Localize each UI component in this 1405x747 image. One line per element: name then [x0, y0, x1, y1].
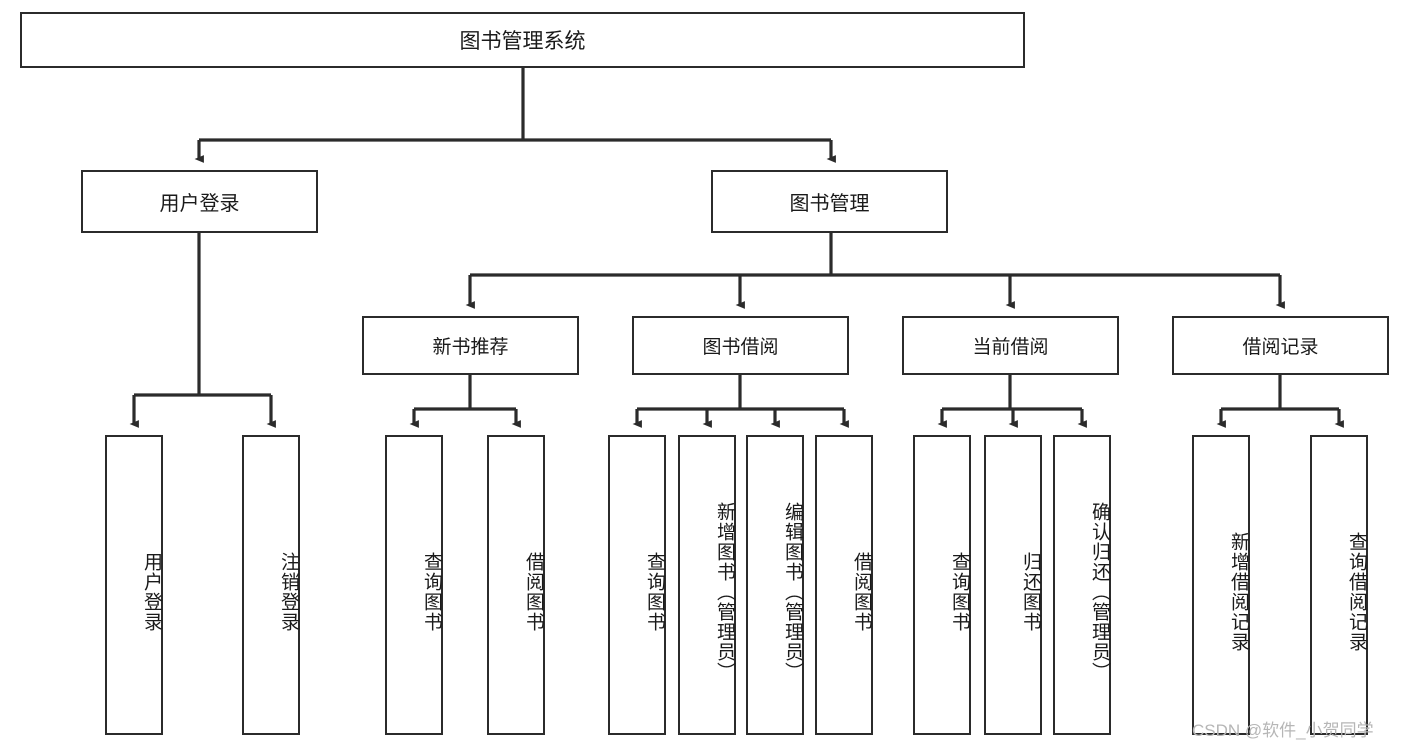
node-user-login-label: 用户登录	[159, 193, 240, 215]
node-borrow-borrow-book-label: 借阅图书	[851, 552, 872, 632]
node-current-query-book[interactable]: 查询图书	[913, 435, 971, 735]
node-new-book-recommend-label: 新书推荐	[432, 337, 509, 358]
node-current-query-book-label: 查询图书	[949, 552, 970, 632]
node-recommend-query-book[interactable]: 查询图书	[385, 435, 443, 735]
node-record-add-label: 新增借阅记录	[1228, 532, 1249, 652]
node-borrow-edit-book-label: 编辑图书（管理员）	[782, 502, 803, 682]
node-borrow-add-book[interactable]: 新增图书（管理员）	[678, 435, 736, 735]
node-user-login-leaf-2-label: 注销登录	[278, 552, 299, 632]
node-book-manage-label: 图书管理	[789, 193, 870, 215]
node-current-return-book-label: 归还图书	[1020, 552, 1041, 632]
node-borrow-borrow-book[interactable]: 借阅图书	[815, 435, 873, 735]
watermark: CSDN @软件_小贺同学	[1192, 721, 1374, 740]
node-book-borrow-label: 图书借阅	[702, 337, 779, 358]
node-user-login-leaf-2[interactable]: 注销登录	[242, 435, 300, 735]
node-user-login[interactable]: 用户登录	[81, 170, 318, 233]
node-record-add[interactable]: 新增借阅记录	[1192, 435, 1250, 735]
node-recommend-borrow-book[interactable]: 借阅图书	[487, 435, 545, 735]
node-record-query[interactable]: 查询借阅记录	[1310, 435, 1368, 735]
node-user-login-leaf-1-label: 用户登录	[141, 552, 162, 632]
node-borrow-query-book[interactable]: 查询图书	[608, 435, 666, 735]
node-borrow-query-book-label: 查询图书	[644, 552, 665, 632]
node-current-confirm-return[interactable]: 确认归还（管理员）	[1053, 435, 1111, 735]
node-user-login-leaf-1[interactable]: 用户登录	[105, 435, 163, 735]
node-borrow-record[interactable]: 借阅记录	[1172, 316, 1389, 375]
node-current-confirm-return-label: 确认归还（管理员）	[1089, 502, 1110, 682]
node-borrow-record-label: 借阅记录	[1242, 337, 1319, 358]
node-current-return-book[interactable]: 归还图书	[984, 435, 1042, 735]
node-root-label: 图书管理系统	[459, 30, 586, 53]
node-book-manage[interactable]: 图书管理	[711, 170, 948, 233]
node-book-borrow[interactable]: 图书借阅	[632, 316, 849, 375]
node-current-borrow[interactable]: 当前借阅	[902, 316, 1119, 375]
node-borrow-add-book-label: 新增图书（管理员）	[714, 502, 735, 682]
node-borrow-edit-book[interactable]: 编辑图书（管理员）	[746, 435, 804, 735]
node-current-borrow-label: 当前借阅	[972, 337, 1049, 358]
node-recommend-borrow-book-label: 借阅图书	[523, 552, 544, 632]
node-new-book-recommend[interactable]: 新书推荐	[362, 316, 579, 375]
node-record-query-label: 查询借阅记录	[1346, 532, 1367, 652]
node-recommend-query-book-label: 查询图书	[421, 552, 442, 632]
node-root[interactable]: 图书管理系统	[20, 12, 1025, 68]
